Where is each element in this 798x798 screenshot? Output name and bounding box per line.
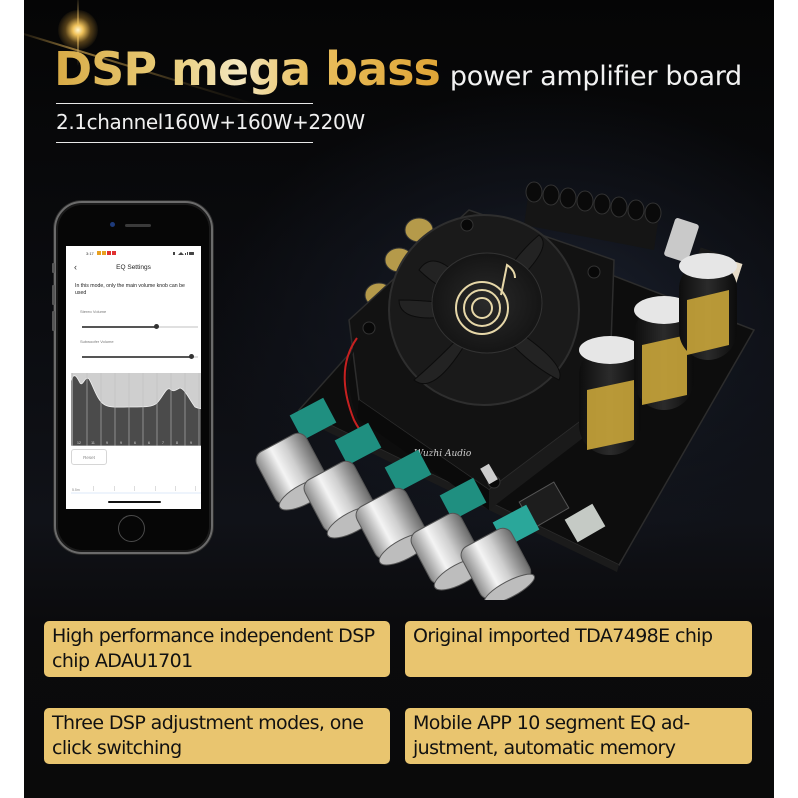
amplifier-board-image: Wuzhi Audio — [239, 160, 759, 605]
product-banner: DSP mega bass power amplifier board 2.1c… — [24, 0, 774, 798]
eq-band-label: 11 — [91, 441, 95, 445]
stereo-volume-label: Stereo Volume — [80, 309, 107, 314]
notification-icon — [107, 251, 111, 255]
phone-volume-down — [52, 311, 55, 331]
app-screen: 3:17 ‹ EQ Setti — [66, 246, 201, 509]
brand-text: Wuzhi Audio — [414, 449, 472, 459]
signal-battery-icons — [173, 251, 195, 257]
phone-volume-up — [52, 285, 55, 305]
bottom-scale: 5.5m — [71, 486, 201, 494]
app-nav-bar: ‹ EQ Settings — [66, 262, 201, 275]
headline: DSP mega bass power amplifier board — [54, 42, 742, 96]
slider-fill — [82, 326, 157, 328]
notification-icon — [112, 251, 116, 255]
scale-tick — [93, 486, 94, 491]
screen-title: EQ Settings — [116, 264, 151, 271]
feature-app-eq: Mobile APP 10 segment EQ ad-justment, au… — [405, 708, 752, 764]
eq-band-label: 6 — [148, 441, 150, 445]
feature-dsp-chip: High performance independent DSP chip AD… — [44, 621, 390, 677]
eq-band-label: 7 — [162, 441, 164, 445]
subwoofer-volume-slider[interactable] — [82, 354, 198, 360]
eq-band-label: 6 — [134, 441, 136, 445]
notification-icon — [97, 251, 101, 255]
subwoofer-volume-label: Subwoofer Volume — [80, 339, 114, 344]
phone-mute-switch — [52, 263, 55, 273]
mode-note: In this mode, only the main volume knob … — [75, 283, 185, 296]
eq-band-label: 9 — [120, 441, 122, 445]
eq-band-label: 9 — [106, 441, 108, 445]
phone-mockup: 3:17 ‹ EQ Setti — [52, 201, 213, 554]
scale-tick — [155, 486, 156, 491]
status-time: 3:17 — [86, 251, 94, 256]
scale-label: 5.5m — [72, 488, 80, 492]
slider-fill — [82, 356, 192, 358]
divider-bottom — [56, 142, 313, 143]
stereo-volume-slider[interactable] — [82, 324, 198, 330]
eq-band-label: 9 — [190, 441, 192, 445]
scale-tick — [134, 486, 135, 491]
scale-tick — [114, 486, 115, 491]
eq-curve-chart[interactable]: 12 11 9 9 6 6 7 8 9 9 — [71, 373, 201, 446]
spec-text: 2.1channel160W+160W+220W — [56, 110, 365, 134]
reset-button[interactable]: Reset — [71, 449, 107, 465]
eq-band-label: 12 — [77, 441, 81, 445]
earpiece-speaker — [125, 224, 151, 227]
home-indicator — [108, 501, 161, 503]
scale-tick — [175, 486, 176, 491]
divider-top — [56, 103, 313, 104]
home-button[interactable] — [118, 515, 145, 542]
status-bar: 3:17 — [66, 250, 201, 258]
scale-tick — [195, 486, 196, 491]
notification-icon — [102, 251, 106, 255]
headline-sub: power amplifier board — [449, 61, 742, 92]
feature-dsp-modes: Three DSP adjustment modes, one click sw… — [44, 708, 390, 764]
slider-thumb[interactable] — [153, 324, 159, 330]
chevron-left-icon[interactable]: ‹ — [74, 262, 77, 272]
front-camera-icon — [110, 222, 115, 227]
notification-icons — [97, 251, 116, 255]
headline-main: DSP mega bass — [54, 42, 441, 96]
slider-thumb[interactable] — [188, 354, 194, 360]
feature-tda-chip: Original imported TDA7498E chip — [405, 621, 752, 677]
lens-flare — [58, 10, 98, 50]
eq-band-label: 8 — [176, 441, 178, 445]
